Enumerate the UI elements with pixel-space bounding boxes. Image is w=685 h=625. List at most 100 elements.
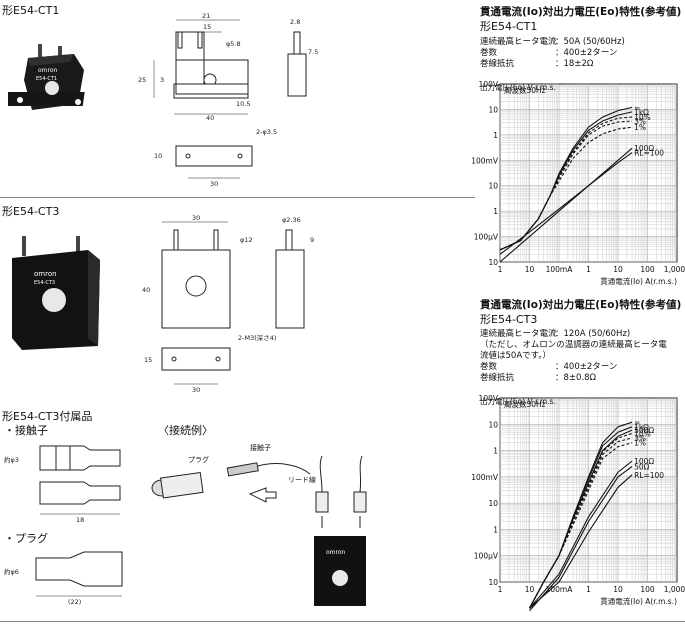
ct1-brand-text: omron bbox=[38, 67, 58, 74]
ct3-chart-y-tick: 10 bbox=[488, 499, 498, 508]
ct3-chart-series-line bbox=[529, 429, 633, 609]
ct1-chart-series-label: RL=100 bbox=[634, 149, 664, 158]
acc-dim-phi6: 約φ6 bbox=[4, 567, 19, 576]
ct1-chart-series-label: 1% bbox=[634, 123, 646, 132]
ct1-chart-model: 形E54-CT1 bbox=[480, 20, 538, 33]
ct1-chart-x-tick: 10 bbox=[525, 265, 535, 274]
acc-brand-text: omron bbox=[326, 549, 346, 556]
ct1-dim-10: 10 bbox=[154, 152, 162, 160]
ct1-chart-x-tick: 100 bbox=[640, 265, 655, 274]
ct1-chart-y-tick: 1 bbox=[493, 207, 498, 216]
ct3-product-text: E54-CT3 bbox=[34, 280, 55, 286]
ct1-chart-title: 貫通電流(Io)対出力電圧(Eo)特性(参考値) bbox=[480, 6, 682, 18]
ct1-chart-y-tick: 10 bbox=[488, 105, 498, 114]
ct3-chart-y-tick: 100V bbox=[479, 394, 499, 403]
ct1-chart-y-tick: 1 bbox=[493, 131, 498, 140]
ct3-dim-phi236: φ2.36 bbox=[282, 216, 301, 224]
ct3-chart-series-label: 3% bbox=[634, 434, 646, 443]
ct3-dim-15: 15 bbox=[144, 356, 152, 364]
ct1-dim-25: 25 bbox=[138, 76, 146, 84]
ct1-spec-label-1: 巻数 bbox=[480, 48, 498, 58]
ct1-spec-label-2: 巻線抵抗 bbox=[480, 59, 515, 69]
ct1-chart-x-label: 貫通電流(Io) A(r.m.s.) bbox=[600, 276, 677, 286]
conn-contact-label: 接触子 bbox=[250, 443, 271, 452]
ct3-chart-y-label: 出力電圧(Eo) V r.m.s. bbox=[480, 396, 556, 406]
ct3-chart-model: 形E54-CT3 bbox=[480, 313, 538, 326]
acc-dim-22: (22) bbox=[68, 598, 81, 606]
ct3-chart: 110100mA1101001,000A100V101100mV101100μV… bbox=[471, 394, 685, 612]
ct3-chart-title: 貫通電流(Io)対出力電圧(Eo)特性(参考値) bbox=[480, 299, 682, 311]
bottom-rule bbox=[0, 621, 685, 622]
ct3-chart-freq-note: 周波数50Hz bbox=[504, 399, 546, 409]
ct1-product-text: E54-CT1 bbox=[36, 76, 57, 82]
ct3-product-image: omron E54-CT3 bbox=[12, 236, 100, 350]
ct1-dim-40: 40 bbox=[206, 114, 214, 122]
ct3-dim-m3: 2-M3(深さ4) bbox=[238, 333, 276, 342]
ct3-spec-label-1: 巻数 bbox=[480, 362, 498, 372]
ct1-chart-y-label: 出力電圧(Eo) V r.m.s. bbox=[480, 82, 556, 92]
ct3-chart-y-tick: 100mV bbox=[471, 473, 499, 482]
ct3-chart-series-label: RL=100 bbox=[634, 471, 664, 480]
ct3-chart-x-tick: 100 bbox=[640, 585, 655, 594]
ct3-dim-phi12: φ12 bbox=[240, 236, 253, 244]
ct1-chart-series-label: 100Ω bbox=[634, 144, 654, 153]
ct1-chart-y-tick: 100μV bbox=[474, 233, 499, 242]
ct1-dim-15: 15 bbox=[203, 23, 211, 31]
ct1-chart-series-line bbox=[499, 126, 633, 251]
ct1-spec-list: 連続最高ヒータ電流：50A (50/60Hz) 巻数：400±2ターン 巻線抵抗… bbox=[480, 35, 680, 69]
ct1-dim-28: 2.8 bbox=[290, 18, 300, 26]
ct3-chart-y-tick: 10 bbox=[488, 578, 498, 587]
contact-label: ・接触子 bbox=[4, 424, 48, 437]
ct3-dim-30: 30 bbox=[192, 214, 200, 222]
conn-plug-label: プラグ bbox=[188, 455, 209, 464]
ct1-chart-series-label: 1kΩ bbox=[634, 108, 649, 117]
ct1-drawing: 21 15 φ5.8 25 3 10.5 40 2.8 7.5 2-φ3.5 1… bbox=[138, 12, 318, 188]
ct1-chart-y-tick: 10 bbox=[488, 258, 498, 267]
ct1-chart-x-tick: 1 bbox=[586, 265, 591, 274]
conn-lead-label: リード線 bbox=[288, 475, 316, 484]
accessory-drawings: 約φ3 18 約φ6 (22) プラグ 接触子 リード線 omron bbox=[4, 443, 367, 606]
ct3-chart-x-tick: 1 bbox=[498, 585, 503, 594]
ct3-spec-value-1: ：400±2ターン bbox=[555, 362, 618, 372]
ct1-chart-x-tick: 1,000A bbox=[664, 265, 685, 274]
ct3-chart-series-label: 10% bbox=[634, 429, 651, 438]
acc-title: 形E54-CT3付属品 bbox=[2, 410, 93, 423]
ct3-chart-y-tick: 10 bbox=[488, 420, 498, 429]
ct1-chart-freq-note: 周波数50Hz bbox=[504, 85, 546, 95]
ct3-chart-series-line bbox=[529, 437, 633, 609]
ct1-chart-series-label: 10% bbox=[634, 113, 651, 122]
ct1-chart-series-label: 3% bbox=[634, 117, 646, 126]
ct3-dim-30b: 30 bbox=[192, 386, 200, 394]
ct3-spec-value-2: ：8±0.8Ω bbox=[555, 373, 597, 383]
ct1-product-image: omron E54-CT1 bbox=[8, 44, 85, 110]
ct1-spec-value-1: ：400±2ターン bbox=[555, 48, 618, 58]
ct3-chart-x-tick: 10 bbox=[525, 585, 535, 594]
ct3-chart-series-label: 500Ω bbox=[634, 426, 654, 435]
ct3-chart-x-tick: 1,000A bbox=[664, 585, 685, 594]
ct1-spec-label-0: 連続最高ヒータ電流 bbox=[480, 37, 557, 47]
ct1-chart-y-tick: 10 bbox=[488, 182, 498, 191]
ct3-chart-y-tick: 1 bbox=[493, 447, 498, 456]
ct1-chart-y-tick: 100V bbox=[479, 80, 499, 89]
connection-label: 〈接続例〉 bbox=[158, 424, 213, 437]
ct1-dim-phi58: φ5.8 bbox=[226, 40, 241, 48]
ct1-chart-x-tick: 1 bbox=[498, 265, 503, 274]
left-divider-1 bbox=[0, 197, 475, 198]
ct3-chart-series-label: ∞ bbox=[634, 418, 640, 427]
ct3-dim-9: 9 bbox=[310, 236, 314, 244]
ct3-brand-text: omron bbox=[34, 270, 57, 278]
ct1-dim-105: 10.5 bbox=[236, 100, 250, 108]
ct1-dim-3: 3 bbox=[160, 76, 164, 84]
ct3-chart-series-line bbox=[529, 474, 633, 609]
ct3-chart-series-line bbox=[529, 460, 633, 609]
acc-dim-phi3: 約φ3 bbox=[4, 455, 19, 464]
ct3-spec-label-0: 連続最高ヒータ電流 bbox=[480, 329, 557, 339]
ct3-chart-x-tick: 100mA bbox=[546, 585, 574, 594]
ct3-spec-list: 連続最高ヒータ電流：120A (50/60Hz) （ただし、オムロンの温調器の連… bbox=[480, 327, 685, 383]
ct3-drawing: 30 φ12 40 φ2.36 9 2-M3(深さ4) 15 30 bbox=[142, 214, 314, 394]
ct1-chart: 110100mA1101001,000A100V101100mV101100μV… bbox=[471, 80, 685, 286]
ct1-chart-x-tick: 10 bbox=[613, 265, 623, 274]
ct1-chart-y-tick: 100mV bbox=[471, 156, 499, 165]
ct3-chart-y-tick: 1 bbox=[493, 525, 498, 534]
ct1-dim-30: 30 bbox=[210, 180, 218, 188]
